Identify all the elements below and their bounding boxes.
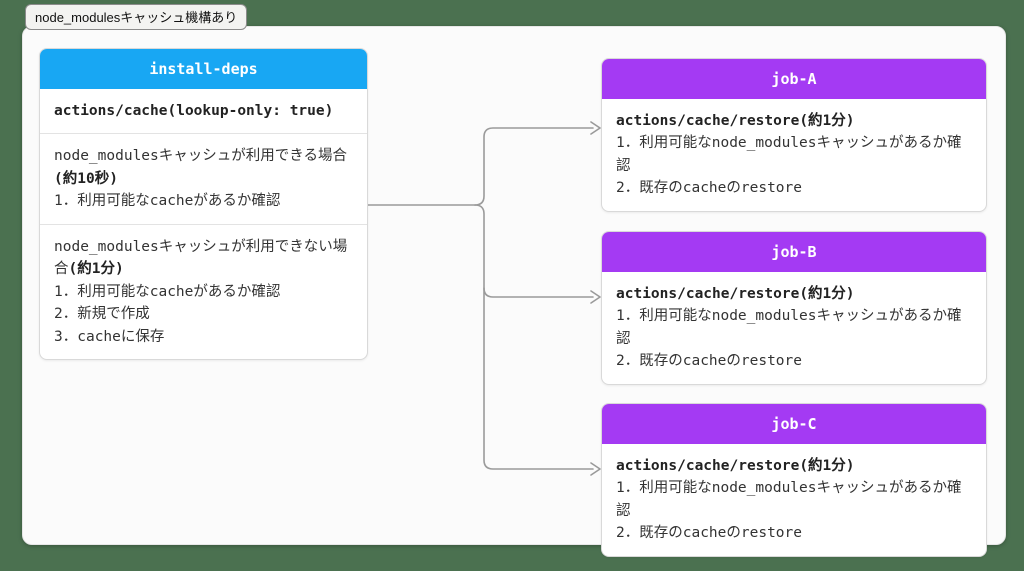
job-b-action: actions/cache/restore: [616, 286, 800, 302]
connector-to-job-c: [474, 204, 594, 470]
case-miss-step-3: 3．cacheに保存: [54, 328, 165, 345]
case-miss-step-1: 1．利用可能なcacheがあるか確認: [54, 283, 281, 300]
diagram-title-label: node_modulesキャッシュ機構あり: [25, 4, 248, 30]
job-a-body: actions/cache/restore(約1分) 1．利用可能なnode_m…: [602, 99, 986, 211]
install-deps-action: actions/cache(lookup-only: true): [54, 103, 334, 119]
job-b-duration: (約1分): [799, 286, 855, 302]
install-deps-box: install-deps actions/cache(lookup-only: …: [39, 48, 368, 361]
arrowhead-job-c: [590, 462, 601, 476]
job-a-step-1: 1．利用可能なnode_modulesキャッシュがあるか確認: [616, 135, 962, 174]
diagram-panel: install-deps actions/cache(lookup-only: …: [22, 26, 1006, 557]
connector-to-job-a: [474, 127, 594, 206]
install-deps-header: install-deps: [40, 49, 367, 89]
job-b-step-1: 1．利用可能なnode_modulesキャッシュがあるか確認: [616, 308, 962, 347]
job-b-body: actions/cache/restore(約1分) 1．利用可能なnode_m…: [602, 272, 986, 384]
case-hit-heading: node_modulesキャッシュが利用できる場合: [54, 148, 347, 165]
case-miss-heading: node_modulesキャッシュが利用できない場合: [54, 238, 348, 278]
job-c-box: job-C actions/cache/restore(約1分) 1．利用可能な…: [601, 403, 987, 557]
job-c-header: job-C: [602, 404, 986, 444]
job-b-box: job-B actions/cache/restore(約1分) 1．利用可能な…: [601, 231, 987, 385]
connector-to-job-b: [483, 287, 594, 298]
job-c-step-2: 2．既存のcacheのrestore: [616, 525, 802, 542]
job-c-action: actions/cache/restore: [616, 458, 800, 474]
job-c-step-1: 1．利用可能なnode_modulesキャッシュがあるか確認: [616, 480, 962, 519]
case-miss-duration: (約1分): [68, 261, 124, 278]
job-c-duration: (約1分): [799, 458, 855, 474]
install-deps-case-hit: node_modulesキャッシュが利用できる場合 (約10秒) 1．利用可能なc…: [40, 133, 367, 223]
arrowhead-job-b: [590, 290, 601, 304]
job-c-body: actions/cache/restore(約1分) 1．利用可能なnode_m…: [602, 444, 986, 556]
case-miss-step-2: 2．新規で作成: [54, 306, 150, 323]
job-a-action: actions/cache/restore: [616, 113, 800, 129]
job-a-box: job-A actions/cache/restore(約1分) 1．利用可能な…: [601, 58, 987, 212]
job-a-duration: (約1分): [799, 113, 855, 129]
case-hit-duration: (約10秒): [54, 170, 118, 187]
job-b-header: job-B: [602, 232, 986, 272]
job-a-header: job-A: [602, 59, 986, 99]
arrowhead-job-a: [590, 121, 601, 135]
install-deps-case-miss: node_modulesキャッシュが利用できない場合(約1分) 1．利用可能なc…: [40, 223, 367, 359]
job-a-step-2: 2．既存のcacheのrestore: [616, 180, 802, 197]
case-hit-step-1: 1．利用可能なcacheがあるか確認: [54, 193, 281, 210]
job-b-step-2: 2．既存のcacheのrestore: [616, 353, 802, 370]
